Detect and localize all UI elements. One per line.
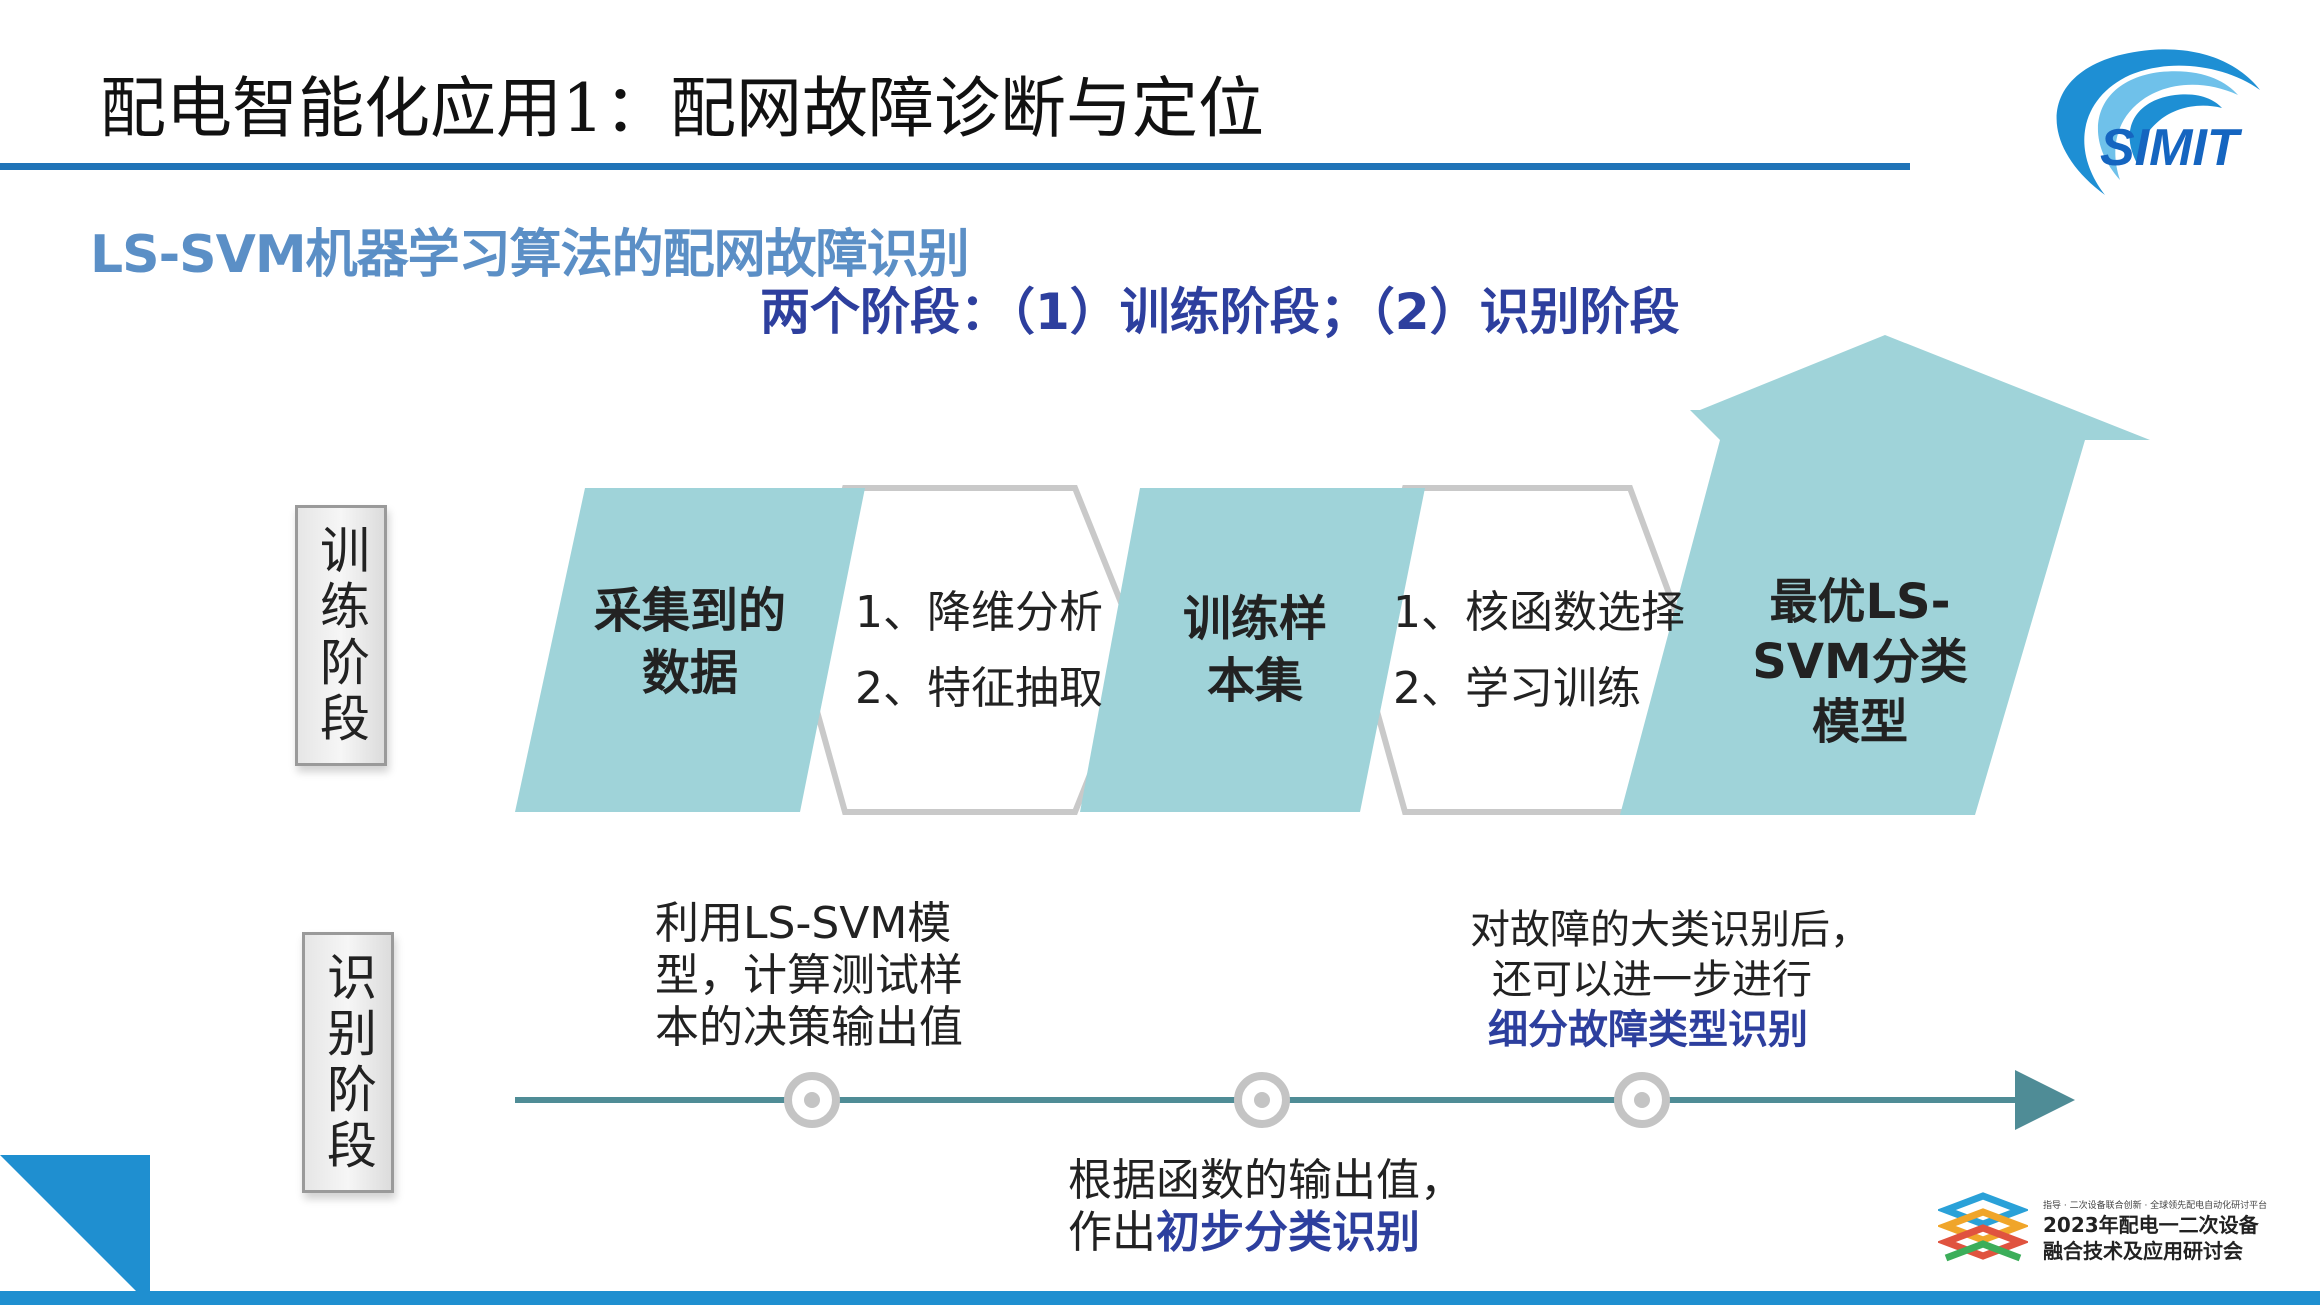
title-divider xyxy=(0,163,1910,170)
result-arrow-shape xyxy=(1620,335,2150,815)
recognition-stage-label: 识别阶段 xyxy=(302,932,394,1193)
page-title: 配电智能化应用1：配网故障诊断与定位 xyxy=(100,70,1264,147)
step-training-set: 训练样本集 xyxy=(1182,591,1327,709)
step-shape-collected-data xyxy=(515,488,865,812)
stages-summary: 两个阶段：（1）训练阶段；（2）识别阶段 xyxy=(760,283,1680,341)
corner-triangle xyxy=(0,1155,150,1305)
training-stage-label: 训练阶段 xyxy=(295,505,387,766)
event-logo-tiny-text: 指导 · 二次设备联合创新 · 全球领先配电自动化研讨平台 xyxy=(2043,1201,2268,1211)
footer-bar xyxy=(0,1291,2320,1305)
simit-logo: SIMIT xyxy=(2056,49,2260,195)
event-logo-icon xyxy=(1938,1192,2028,1262)
event-logo-title: 2023年配电一二次设备 融合技术及应用研讨会 xyxy=(2043,1213,2259,1263)
note-initial-classification: 根据函数的输出值， 作出初步分类识别 xyxy=(1068,1155,1464,1258)
result-optimal-model: 最优LS-SVM分类模型 xyxy=(1752,574,1968,750)
step-collected-data: 采集到的数据 xyxy=(593,583,786,701)
section-subtitle: LS-SVM机器学习算法的配网故障识别 xyxy=(90,225,970,285)
note-fine-classification: 对故障的大类识别后， 还可以进一步进行 细分故障类型识别 xyxy=(1470,907,1870,1053)
logo-text: SIMIT xyxy=(2100,119,2243,177)
note-decision-output: 利用LS-SVM模型，计算测试样本的决策输出值 xyxy=(655,898,963,1053)
step-shape-training-set xyxy=(1080,488,1425,812)
